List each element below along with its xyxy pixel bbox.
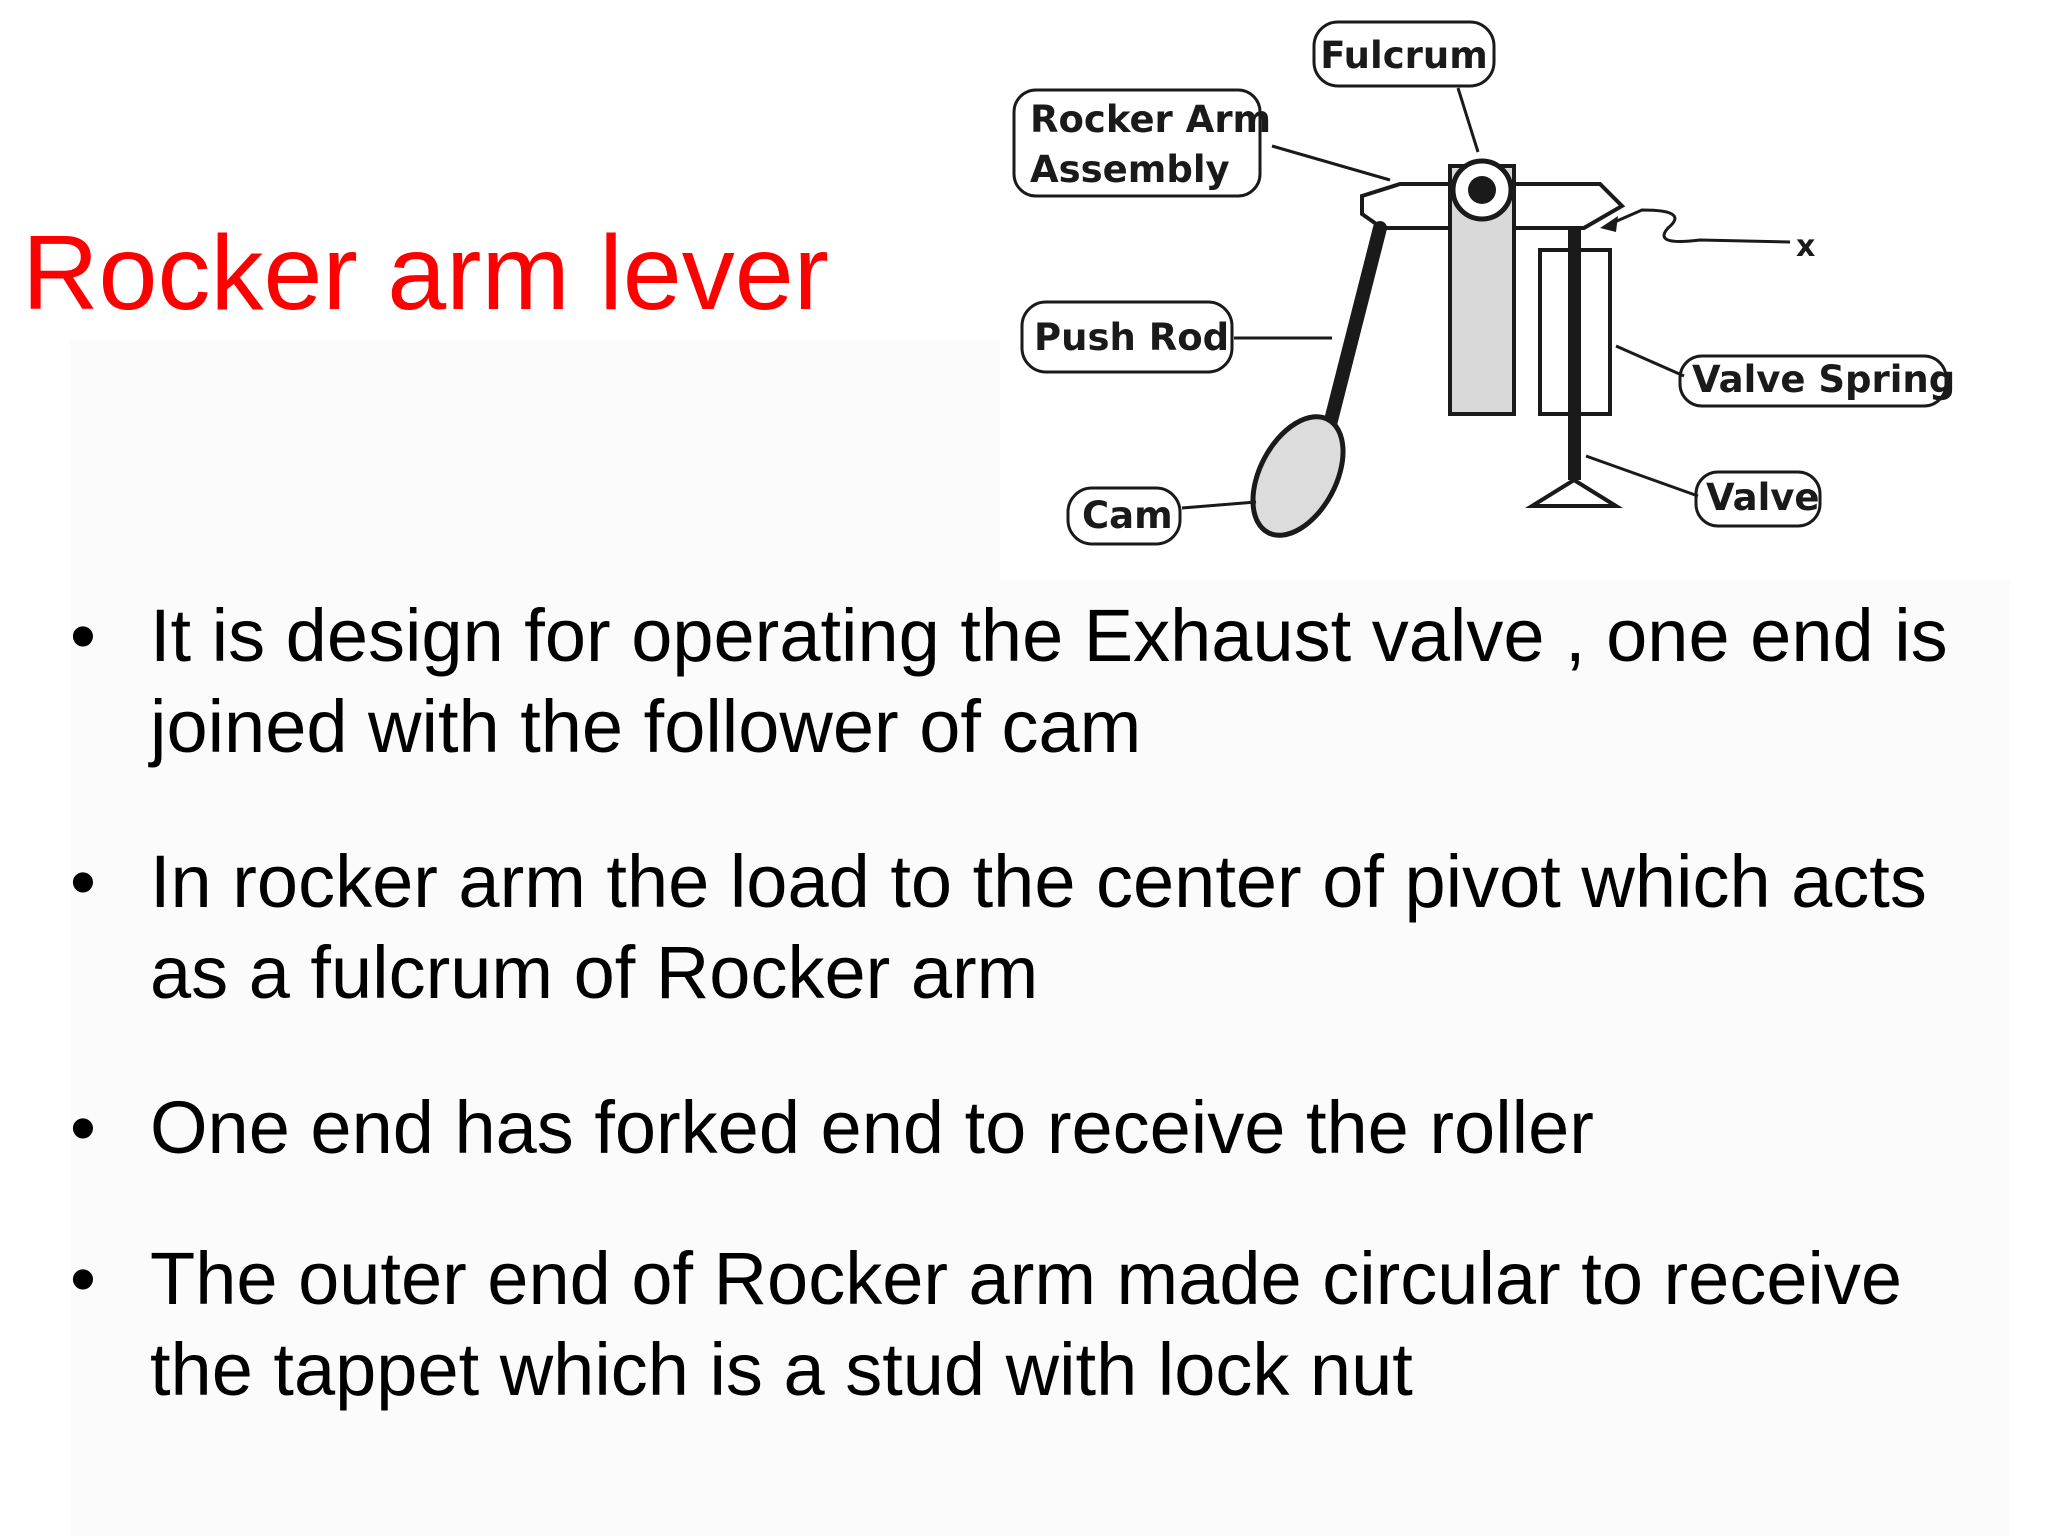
- bullet-item: One end has forked end to receive the ro…: [60, 1082, 1960, 1173]
- valve-callout: Valve: [1585, 454, 1822, 528]
- fulcrum-callout: Fulcrum: [1312, 20, 1496, 153]
- slide-title: Rocker arm lever: [22, 214, 829, 332]
- valve-spring-callout: Valve Spring: [1615, 344, 1955, 408]
- rocker-arm-diagram: Fulcrum Rocker Arm Assembly: [1000, 0, 2010, 580]
- rocker-arm-callout: Rocker Arm Assembly: [1012, 88, 1391, 198]
- bullet-list: It is design for operating the Exhaust v…: [60, 590, 1960, 1479]
- valve-head: [1524, 477, 1624, 508]
- bullet-item: In rocker arm the load to the center of …: [60, 836, 1960, 1018]
- push-rod-callout: Push Rod: [1020, 300, 1332, 374]
- push-rod: [1319, 221, 1387, 447]
- cam-callout: Cam: [1066, 486, 1257, 546]
- valve-spring-label: Valve Spring: [1692, 358, 1955, 401]
- rocker-arm-label-line2: Assembly: [1030, 148, 1230, 191]
- valve-stem: [1568, 228, 1581, 480]
- valve-label: Valve: [1706, 476, 1819, 519]
- rocker-arm-label-line1: Rocker Arm: [1030, 98, 1271, 141]
- push-rod-label: Push Rod: [1034, 316, 1229, 359]
- fulcrum-label: Fulcrum: [1320, 34, 1488, 77]
- cam-label: Cam: [1082, 494, 1173, 537]
- bullet-item: It is design for operating the Exhaust v…: [60, 590, 1960, 772]
- adjustment-arrow: x: [1600, 208, 1815, 264]
- marker-label: x: [1796, 229, 1815, 264]
- cam: [1250, 414, 1346, 538]
- bullet-item: The outer end of Rocker arm made circula…: [60, 1233, 1960, 1415]
